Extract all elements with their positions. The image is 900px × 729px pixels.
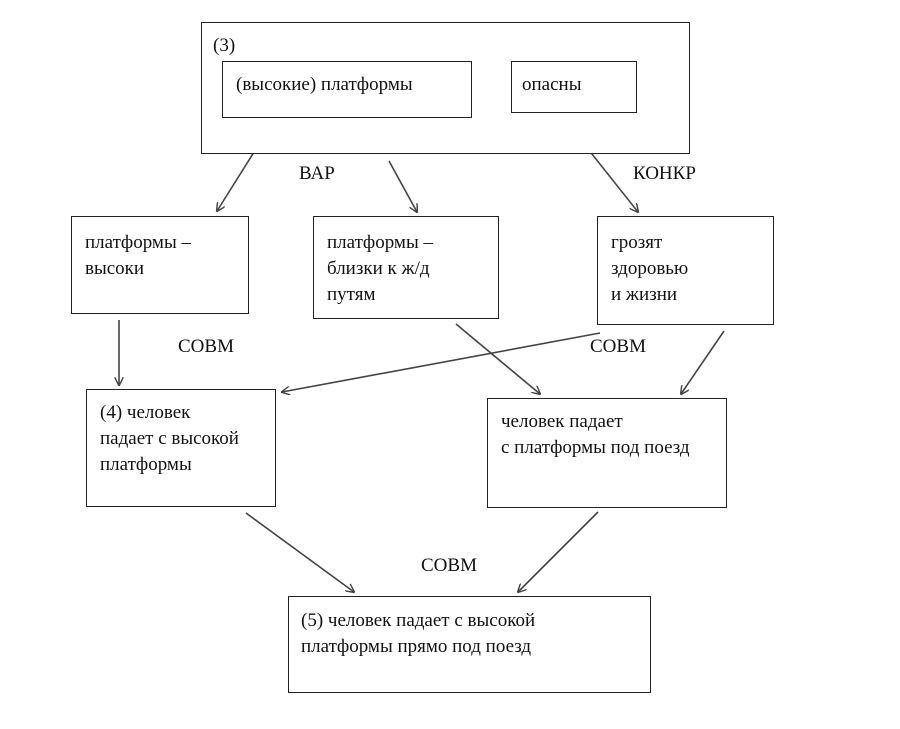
- box-falls-under-text: человек падает с платформы под поезд: [501, 411, 690, 458]
- box-final-text: (5) человек падает с высокой платформы п…: [301, 610, 536, 657]
- box-high-platforms: [222, 61, 472, 118]
- group-3-tag: (3): [213, 35, 236, 56]
- box-threaten-text: грозят здоровью и жизни: [611, 232, 689, 305]
- arrow-var-to-near: [388, 160, 417, 212]
- box-dangerous-text: опасны: [522, 74, 582, 95]
- box-falls-under: [487, 398, 727, 508]
- label-sovm-bottom: СОВМ: [421, 555, 477, 576]
- box-platforms-near: [313, 216, 499, 319]
- box-platforms-high: [71, 216, 249, 314]
- box-platforms-near-text: платформы – близки к ж/д путям: [327, 232, 433, 305]
- box-threaten: [597, 216, 774, 325]
- box-high-platforms-text: (высокие) платформы: [236, 74, 413, 95]
- box-platforms-high-text: платформы – высоки: [85, 232, 191, 279]
- arrow-near-to-falls-under: [455, 323, 540, 394]
- label-sovm-right: СОВМ: [590, 336, 646, 357]
- box-dangerous: [511, 61, 637, 113]
- label-konkr: КОНКР: [633, 163, 696, 184]
- box-final: [288, 596, 651, 693]
- box-falls-high: [86, 389, 276, 507]
- arrow-threaten-to-falls-high: [282, 332, 601, 392]
- label-var: ВАР: [299, 163, 335, 184]
- label-sovm-left: СОВМ: [178, 336, 234, 357]
- arrow-falls-under-to-final: [518, 511, 599, 592]
- box-falls-high-text: (4) человек падает с высокой платформы: [100, 402, 239, 475]
- arrow-threaten-to-falls-under: [681, 330, 725, 394]
- arrow-falls-high-to-final: [245, 512, 354, 592]
